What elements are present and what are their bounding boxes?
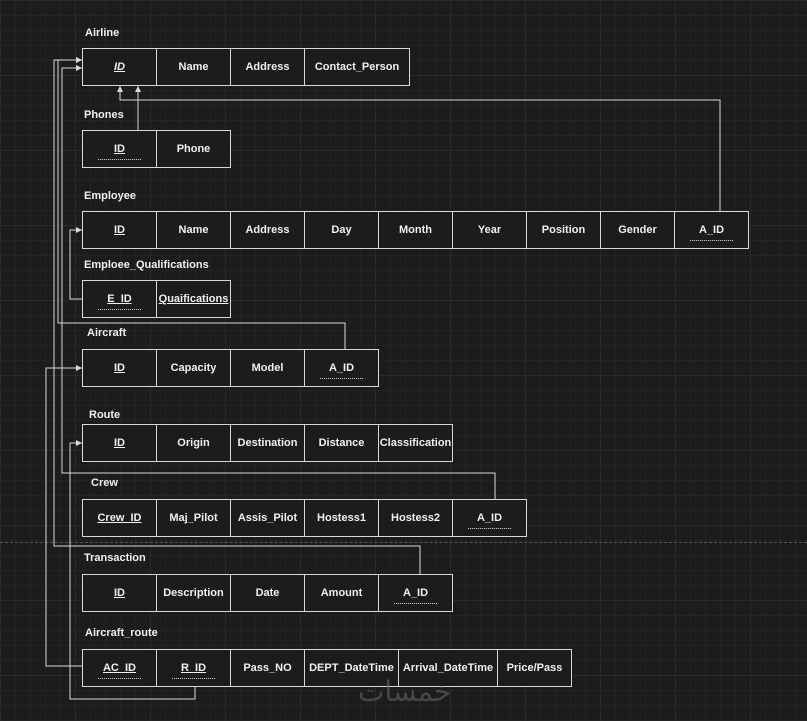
field-route-destination[interactable]: Destination [230,424,305,462]
field-emp-qual-e-id[interactable]: E_ID [82,280,157,318]
field-airline-contact-person[interactable]: Contact_Person [304,48,410,86]
field-route-id[interactable]: ID [82,424,157,462]
table-title-crew: Crew [91,477,118,489]
table-title-phones: Phones [84,109,124,121]
field-crew-hostess2[interactable]: Hostess2 [378,499,453,537]
field-aircraft-capacity[interactable]: Capacity [156,349,231,387]
field-airline-address[interactable]: Address [230,48,305,86]
field-aircraft-a-id[interactable]: A_ID [304,349,379,387]
watermark-logo: خمسات [358,675,452,708]
field-route-classification[interactable]: Classification [378,424,453,462]
field-crew-crew-id[interactable]: Crew_ID [82,499,157,537]
field-employee-year[interactable]: Year [452,211,527,249]
page-break-line [0,542,807,543]
field-aircraft-route-dept-datetime[interactable]: DEPT_DateTime [304,649,399,687]
field-aircraft-route-r-id[interactable]: R_ID [156,649,231,687]
field-phones-phone[interactable]: Phone [156,130,231,168]
table-title-transaction: Transaction [84,552,146,564]
field-crew-a-id[interactable]: A_ID [452,499,527,537]
table-title-aircraft: Aircraft [87,327,127,339]
field-transaction-description[interactable]: Description [156,574,231,612]
link-employee-emp-qual[interactable] [69,227,82,300]
field-aircraft-id[interactable]: ID [82,349,157,387]
field-transaction-a-id[interactable]: A_ID [378,574,453,612]
table-title-aircraft-route: Aircraft_route [85,627,158,639]
field-transaction-id[interactable]: ID [82,574,157,612]
table-title-emp-qual: Emploee_Qualifications [84,259,209,271]
field-transaction-date[interactable]: Date [230,574,305,612]
field-aircraft-route-pass-no[interactable]: Pass_NO [230,649,305,687]
field-aircraft-route-arrival-datetime[interactable]: Arrival_DateTime [398,649,498,687]
field-transaction-amount[interactable]: Amount [304,574,379,612]
table-title-route: Route [89,409,121,421]
field-employee-id[interactable]: ID [82,211,157,249]
field-phones-id[interactable]: ID [82,130,157,168]
link-employee-airline[interactable] [117,86,721,212]
field-airline-id[interactable]: ID [82,48,157,86]
field-airline-name[interactable]: Name [156,48,231,86]
field-employee-month[interactable]: Month [378,211,453,249]
table-title-airline: Airline [85,27,120,39]
field-crew-maj-pilot[interactable]: Maj_Pilot [156,499,231,537]
field-employee-position[interactable]: Position [526,211,601,249]
field-employee-a-id[interactable]: A_ID [674,211,749,249]
table-title-employee: Employee [84,190,136,202]
link-transaction-airline[interactable] [53,57,421,575]
field-aircraft-route-price-pass[interactable]: Price/Pass [497,649,572,687]
field-employee-name[interactable]: Name [156,211,231,249]
field-aircraft-model[interactable]: Model [230,349,305,387]
field-aircraft-route-ac-id[interactable]: AC_ID [82,649,157,687]
field-employee-day[interactable]: Day [304,211,379,249]
link-aircraft-route-aircraft[interactable] [45,365,82,667]
field-route-distance[interactable]: Distance [304,424,379,462]
field-crew-assis-pilot[interactable]: Assis_Pilot [230,499,305,537]
link-aircraft-route-route[interactable] [69,440,196,700]
field-emp-qual-quaifications[interactable]: Quaifications [156,280,231,318]
field-employee-address[interactable]: Address [230,211,305,249]
link-crew-airline[interactable] [61,65,496,500]
field-crew-hostess1[interactable]: Hostess1 [304,499,379,537]
field-employee-gender[interactable]: Gender [600,211,675,249]
field-route-origin[interactable]: Origin [156,424,231,462]
